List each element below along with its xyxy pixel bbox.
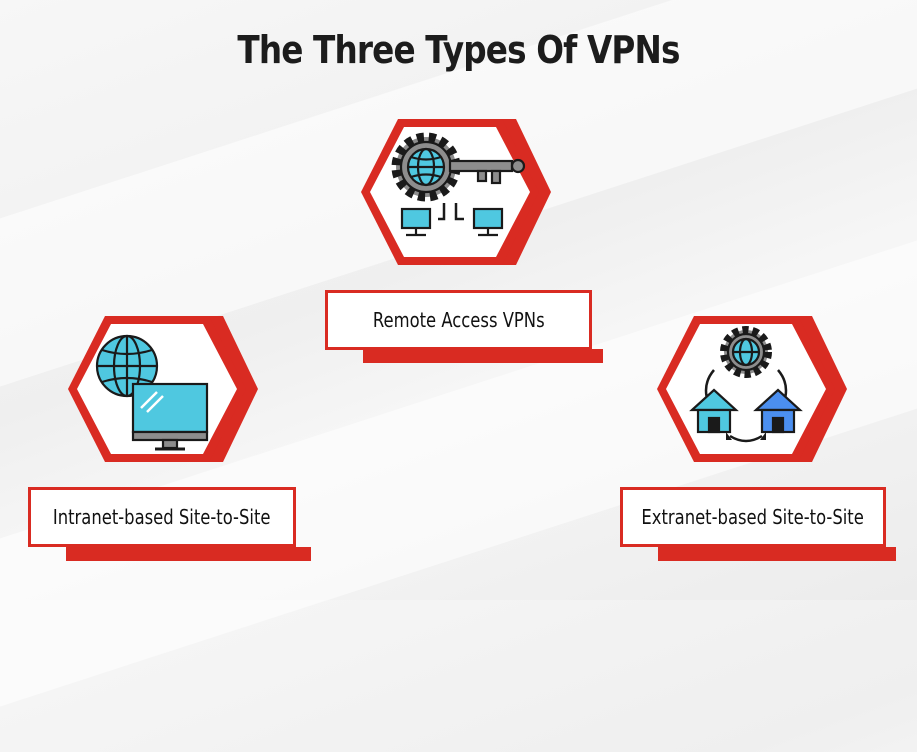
extranet-label-text: Extranet-based Site-to-Site <box>641 505 865 529</box>
intranet-label-shadow <box>66 547 311 561</box>
page-title: The Three Types Of VPNs <box>237 28 680 72</box>
remote-access-node <box>358 115 558 270</box>
globe-monitor-icon <box>95 334 209 451</box>
remote-access-label-shadow <box>363 349 603 363</box>
extranet-node <box>654 312 854 467</box>
remote-access-hexagon <box>361 119 551 265</box>
intranet-label: Intranet-based Site-to-Site <box>28 487 296 547</box>
gear-globe-houses-icon <box>689 326 803 443</box>
remote-access-label-text: Remote Access VPNs <box>372 308 545 332</box>
intranet-node <box>65 312 265 467</box>
extranet-label: Extranet-based Site-to-Site <box>620 487 886 547</box>
extranet-label-shadow <box>658 547 896 561</box>
globe-gear-key-computers-icon <box>391 132 526 237</box>
intranet-label-text: Intranet-based Site-to-Site <box>53 505 271 529</box>
remote-access-label: Remote Access VPNs <box>325 290 592 350</box>
intranet-hexagon <box>68 316 258 462</box>
extranet-hexagon <box>657 316 847 462</box>
